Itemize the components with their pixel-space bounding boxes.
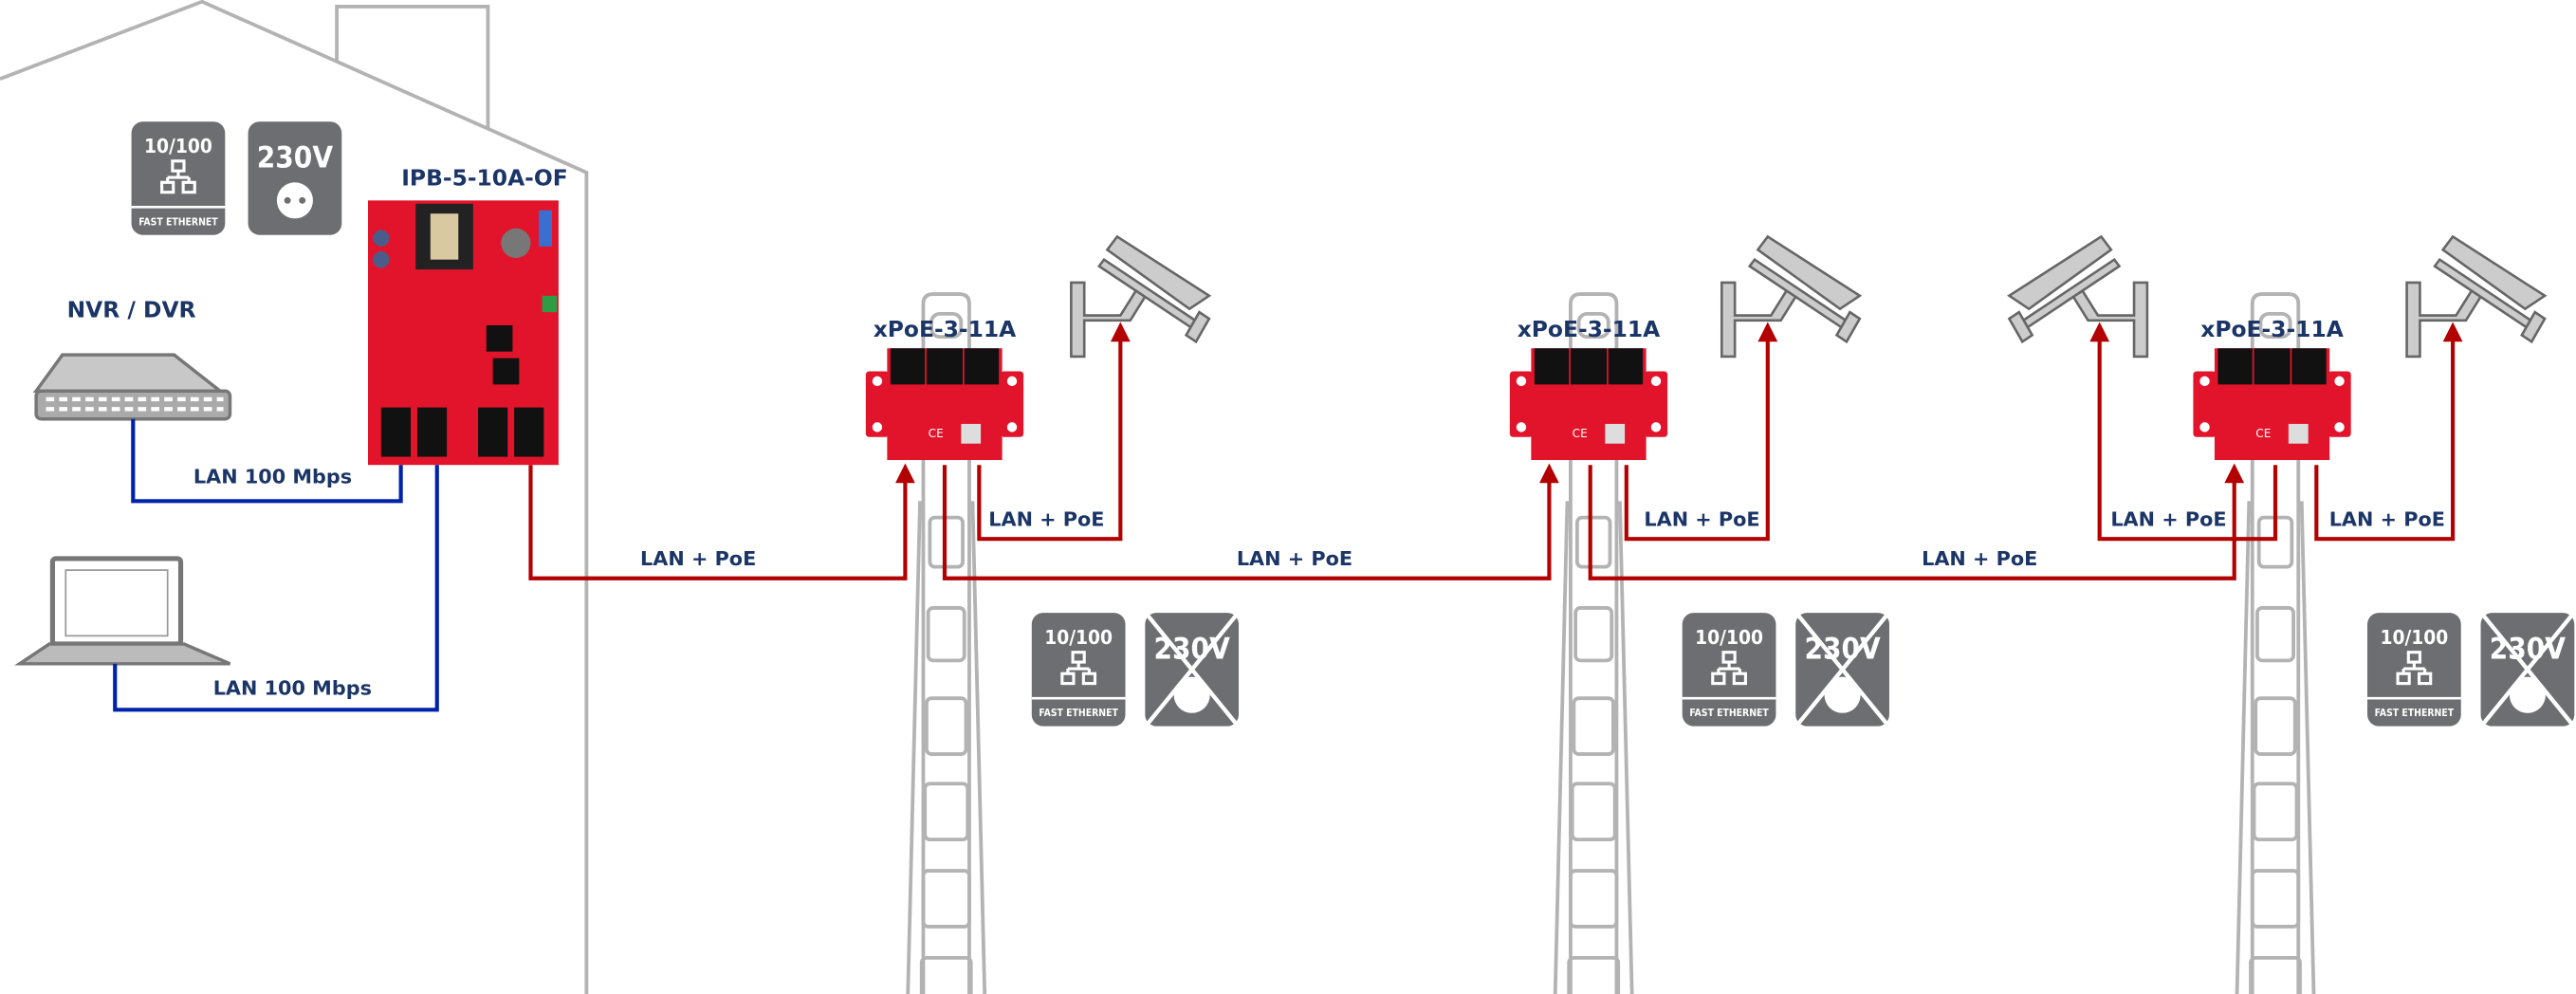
nvr-label: NVR / DVR: [67, 296, 196, 322]
network-icon: [1711, 651, 1747, 686]
poe-link-psu-to-xpoe1: [528, 465, 908, 580]
badge-voltage-text: 230V: [257, 141, 334, 175]
lan-poe-label: LAN + PoE: [1237, 547, 1352, 570]
lan-poe-label: LAN + PoE: [2329, 507, 2445, 530]
cctv-camera-icon: [2008, 235, 2149, 359]
cctv-camera-icon: [1720, 235, 1862, 359]
xpoe-label-1: xPoE-3-11A: [874, 316, 1017, 342]
no-230v-badge: 230V: [2480, 613, 2575, 727]
crossed-out-icon: [1797, 615, 1888, 725]
lan-poe-label: LAN + PoE: [640, 547, 756, 570]
ipb-power-board: [368, 200, 559, 466]
fast-ethernet-badge: 10/100 FAST ETHERNET: [131, 121, 226, 235]
cctv-camera-icon: [1070, 235, 1211, 359]
house-outline: [0, 0, 589, 994]
230v-power-badge: 230V: [248, 121, 342, 235]
laptop-icon: [14, 556, 231, 666]
nvr-dvr-icon: [32, 353, 232, 421]
fast-ethernet-badge: 10/100 FAST ETHERNET: [2367, 613, 2461, 727]
xpoe-label-2: xPoE-3-11A: [1518, 316, 1661, 342]
crossed-out-icon: [1147, 615, 1238, 725]
network-icon: [1060, 651, 1097, 686]
xpoe-label-3: xPoE-3-11A: [2200, 316, 2344, 342]
cctv-camera-icon: [2405, 235, 2547, 359]
crossed-out-icon: [2482, 615, 2573, 725]
lan-link-laptop: [113, 465, 439, 712]
xpoe-splitter-2: [1509, 348, 1668, 461]
badge-ethernet-text: FAST ETHERNET: [1039, 708, 1118, 719]
network-icon: [160, 159, 196, 194]
badge-speed-text: 10/100: [2380, 626, 2448, 649]
power-socket-icon: [276, 182, 313, 219]
badge-speed-text: 10/100: [1044, 626, 1113, 649]
fast-ethernet-badge: 10/100 FAST ETHERNET: [1031, 613, 1126, 727]
lan-poe-label: LAN + PoE: [1922, 547, 2037, 570]
badge-speed-text: 10/100: [144, 135, 212, 157]
badge-ethernet-text: FAST ETHERNET: [2375, 708, 2455, 719]
xpoe-splitter-1: [865, 348, 1024, 461]
xpoe-splitter-3: [2193, 348, 2351, 461]
badge-ethernet-text: FAST ETHERNET: [138, 216, 218, 228]
badge-speed-text: 10/100: [1695, 626, 1763, 649]
fast-ethernet-badge: 10/100 FAST ETHERNET: [1682, 613, 1776, 727]
lan-link-nvr: [131, 418, 403, 504]
badge-ethernet-text: FAST ETHERNET: [1689, 708, 1769, 719]
psu-label: IPB-5-10A-OF: [401, 165, 567, 192]
arrow-heads: [895, 322, 2463, 484]
lan-100-label-nvr: LAN 100 Mbps: [193, 465, 352, 488]
lan-100-label-laptop: LAN 100 Mbps: [213, 677, 372, 700]
network-icon: [2396, 651, 2433, 686]
lan-poe-label: LAN + PoE: [988, 507, 1104, 530]
lan-poe-label: LAN + PoE: [1644, 507, 1759, 530]
no-230v-badge: 230V: [1145, 613, 1240, 727]
no-230v-badge: 230V: [1795, 613, 1889, 727]
lan-poe-label: LAN + PoE: [2110, 507, 2226, 530]
